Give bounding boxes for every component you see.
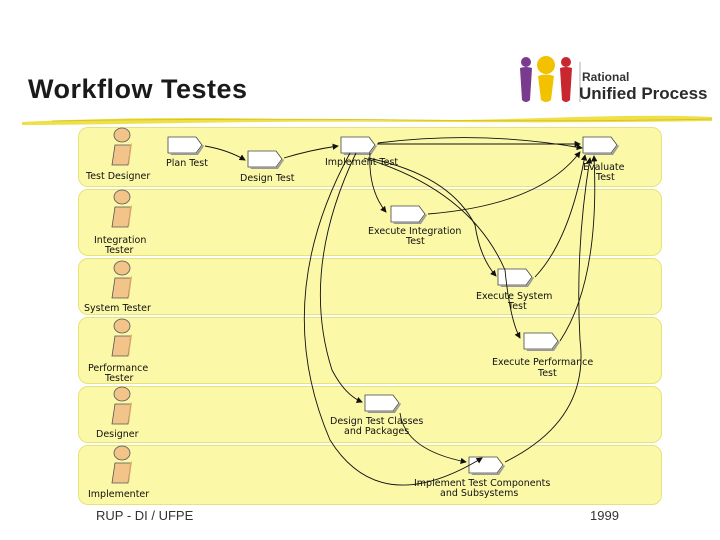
actor-test-designer-icon bbox=[111, 127, 133, 166]
activity-evaluate-test-label-line1: Evaluate bbox=[583, 162, 625, 173]
activity-execute-integration-label-line2: Test bbox=[406, 236, 425, 247]
title-underline bbox=[22, 115, 712, 125]
lane-label-designer: Designer bbox=[96, 429, 139, 440]
activity-implement-test-icon bbox=[340, 136, 378, 156]
activity-execute-system-label-line1: Execute System bbox=[476, 291, 553, 302]
actor-system-tester-icon bbox=[111, 260, 133, 299]
activity-evaluate-test-icon bbox=[582, 136, 620, 156]
slide-title: Workflow Testes bbox=[28, 74, 248, 104]
actor-integration-tester-icon bbox=[111, 189, 133, 228]
activity-execute-integration-label-line1: Execute Integration bbox=[368, 226, 462, 237]
activity-execute-system-icon bbox=[497, 268, 535, 288]
lane-label-integration-tester-line1: Integration bbox=[94, 235, 147, 246]
activity-execute-performance-label-line1: Execute Performance bbox=[492, 357, 594, 368]
activity-execute-performance-label-line2: Test bbox=[538, 368, 557, 379]
lane-label-system-tester: System Tester bbox=[84, 303, 151, 314]
activity-evaluate-test-label-line2: Test bbox=[596, 172, 615, 183]
activity-design-test-icon bbox=[247, 150, 285, 170]
activity-execute-system-label-line2: Test bbox=[508, 301, 527, 312]
activity-implement-test-label: Implement Test bbox=[325, 157, 399, 168]
activity-design-test-classes-label-line2: and Packages bbox=[344, 426, 410, 437]
logo-text-rational: Rational bbox=[582, 70, 630, 84]
activity-implement-components-label-line1: Implement Test Components bbox=[414, 478, 551, 489]
lane-label-test-designer: Test Designer bbox=[86, 171, 151, 182]
footer-right: 1999 bbox=[590, 508, 619, 523]
activity-design-test-label: Design Test bbox=[240, 173, 295, 184]
actor-designer-icon bbox=[111, 386, 133, 425]
lane-label-performance-tester-line1: Performance bbox=[88, 363, 149, 374]
flow-arrows bbox=[204, 137, 598, 486]
activity-implement-components-label-line2: and Subsystems bbox=[440, 488, 519, 499]
lane-label-integration-tester-line2: Tester bbox=[105, 245, 134, 256]
activity-plan-test-label: Plan Test bbox=[166, 158, 208, 169]
lane-label-performance-tester-line2: Tester bbox=[105, 373, 134, 384]
activity-implement-components-icon bbox=[468, 456, 506, 476]
lane-label-implementer: Implementer bbox=[88, 489, 150, 500]
activity-execute-integration-icon bbox=[390, 205, 428, 225]
lane-implementer bbox=[78, 445, 662, 505]
activity-plan-test-icon bbox=[167, 136, 205, 156]
logo-text-unified-process: Unified Process bbox=[579, 84, 708, 103]
lane-performance-tester bbox=[78, 317, 662, 384]
footer-left: RUP - DI / UFPE bbox=[96, 508, 194, 523]
lane-integration-tester bbox=[78, 189, 662, 256]
rational-logo bbox=[520, 56, 581, 102]
actor-implementer-icon bbox=[111, 445, 133, 484]
lane-system-tester bbox=[78, 258, 662, 315]
activity-execute-performance-icon bbox=[523, 332, 561, 352]
activity-design-test-classes-label-line1: Design Test Classes bbox=[330, 416, 424, 427]
actor-performance-tester-icon bbox=[111, 318, 133, 357]
activity-design-test-classes-icon bbox=[364, 394, 402, 414]
